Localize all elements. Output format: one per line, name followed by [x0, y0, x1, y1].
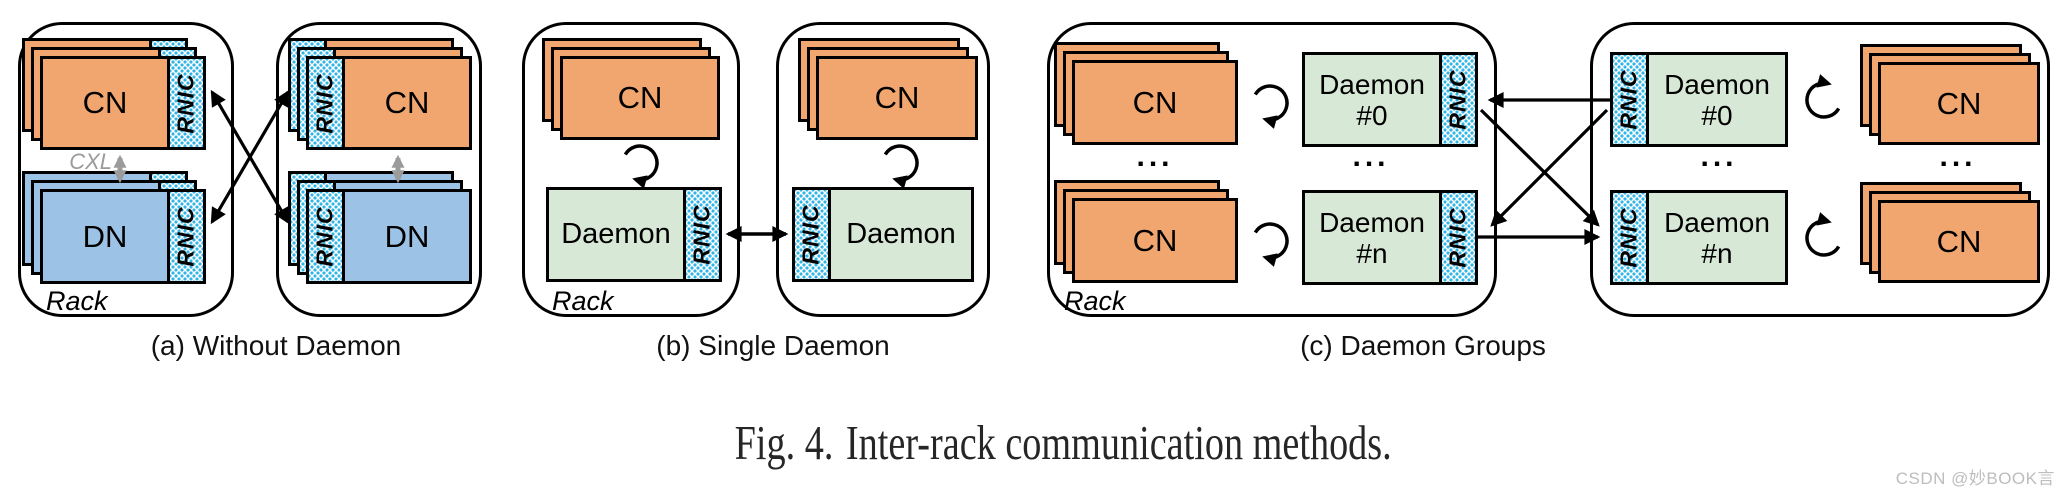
cn-label: CN — [384, 85, 430, 120]
rnic-label: RNIC — [1616, 69, 1643, 130]
cxl-label: CXL — [69, 149, 112, 174]
cn-label: CN — [1132, 84, 1178, 120]
panel-caption-b: (b) Single Daemon — [656, 330, 890, 361]
daemon0-label: Daemon #0 — [1613, 55, 1785, 144]
rnic-strip: RNIC — [1613, 193, 1649, 282]
dn-node: DN RNIC — [40, 189, 206, 284]
rnic-label: RNIC — [798, 204, 825, 265]
rnic-strip: RNIC — [309, 192, 345, 281]
dn-label: DN — [82, 218, 128, 254]
rnic-strip: RNIC — [795, 190, 831, 279]
daemon-box-b1: Daemon RNIC — [546, 187, 722, 282]
daemon-word: Daemon — [1319, 206, 1425, 238]
cn-node: CN — [1878, 62, 2040, 145]
rnic-strip: RNIC — [1613, 55, 1649, 144]
cn-node: CN RNIC — [40, 56, 206, 150]
cn-label: CN — [1936, 223, 1982, 259]
rnic-strip: RNIC — [167, 59, 203, 147]
watermark: CSDN @妙BOOK言 — [1895, 469, 2055, 488]
rnic-label: RNIC — [1445, 69, 1472, 130]
rack-label-c1: Rack — [1064, 286, 1126, 316]
cn-ellipsis-c1: ... — [1136, 140, 1174, 173]
daemonN-label: Daemon #n — [1613, 193, 1785, 282]
cn-label: CN — [617, 80, 663, 115]
cn-node: CN — [1072, 198, 1238, 283]
daemon-label: Daemon — [561, 218, 671, 250]
cn-ellipsis-c2: ... — [1939, 140, 1977, 173]
daemon-number: #n — [1701, 237, 1733, 269]
figure-caption-title: Inter-rack communication methods. — [846, 415, 1393, 470]
daemon-number: #0 — [1701, 99, 1733, 131]
figure-caption: Fig. 4.Inter-rack communication methods. — [0, 414, 2071, 471]
daemon-box-b2: Daemon RNIC — [792, 187, 974, 282]
rnic-strip: RNIC — [167, 192, 203, 281]
rnic-strip: RNIC — [1439, 193, 1475, 282]
daemon0-box-c1: Daemon #0 RNIC — [1302, 52, 1478, 147]
cn-label: CN — [1936, 85, 1982, 121]
daemon-ellipsis-c2: ... — [1700, 140, 1738, 173]
daemon-word: Daemon — [1319, 68, 1425, 100]
rnic-strip: RNIC — [683, 190, 719, 279]
dn-node: DN RNIC — [306, 189, 472, 284]
daemon0-box-c2: Daemon #0 RNIC — [1610, 52, 1788, 147]
cn-label: CN — [82, 85, 128, 120]
rnic-strip: RNIC — [1439, 55, 1475, 144]
rnic-label: RNIC — [1445, 207, 1472, 268]
cn-node: CN — [1072, 60, 1238, 145]
daemon-number: #0 — [1356, 99, 1388, 131]
cn-node: CN — [816, 56, 978, 140]
cn-label: CN — [874, 80, 920, 115]
daemon-word: Daemon — [1664, 206, 1770, 238]
daemon-word: Daemon — [1664, 68, 1770, 100]
rnic-label: RNIC — [173, 72, 200, 134]
daemonN-box-c2: Daemon #n RNIC — [1610, 190, 1788, 285]
rnic-label: RNIC — [312, 206, 339, 267]
cn-node: CN — [560, 56, 720, 140]
rack-label-a1: Rack — [46, 286, 108, 316]
cn-label: CN — [1132, 222, 1178, 258]
panel-caption-c: (c) Daemon Groups — [1300, 330, 1546, 361]
daemon-label: Daemon — [846, 218, 956, 250]
daemonN-label: Daemon #n — [1305, 193, 1475, 282]
dn-label: DN — [384, 218, 430, 254]
rnic-label: RNIC — [312, 72, 339, 134]
panel-caption-a: (a) Without Daemon — [150, 330, 402, 361]
rnic-label: RNIC — [689, 204, 716, 265]
figure-caption-label: Fig. 4. — [734, 415, 834, 470]
cn-node: CN RNIC — [306, 56, 472, 150]
rnic-label: RNIC — [1616, 207, 1643, 268]
rnic-label: RNIC — [173, 206, 200, 267]
rack-label-b1: Rack — [552, 286, 614, 316]
daemon-number: #n — [1356, 237, 1388, 269]
cn-node: CN — [1878, 200, 2040, 283]
daemon0-label: Daemon #0 — [1305, 55, 1475, 144]
daemon-ellipsis-c1: ... — [1352, 140, 1390, 173]
daemonN-box-c1: Daemon #n RNIC — [1302, 190, 1478, 285]
rnic-strip: RNIC — [309, 59, 345, 147]
